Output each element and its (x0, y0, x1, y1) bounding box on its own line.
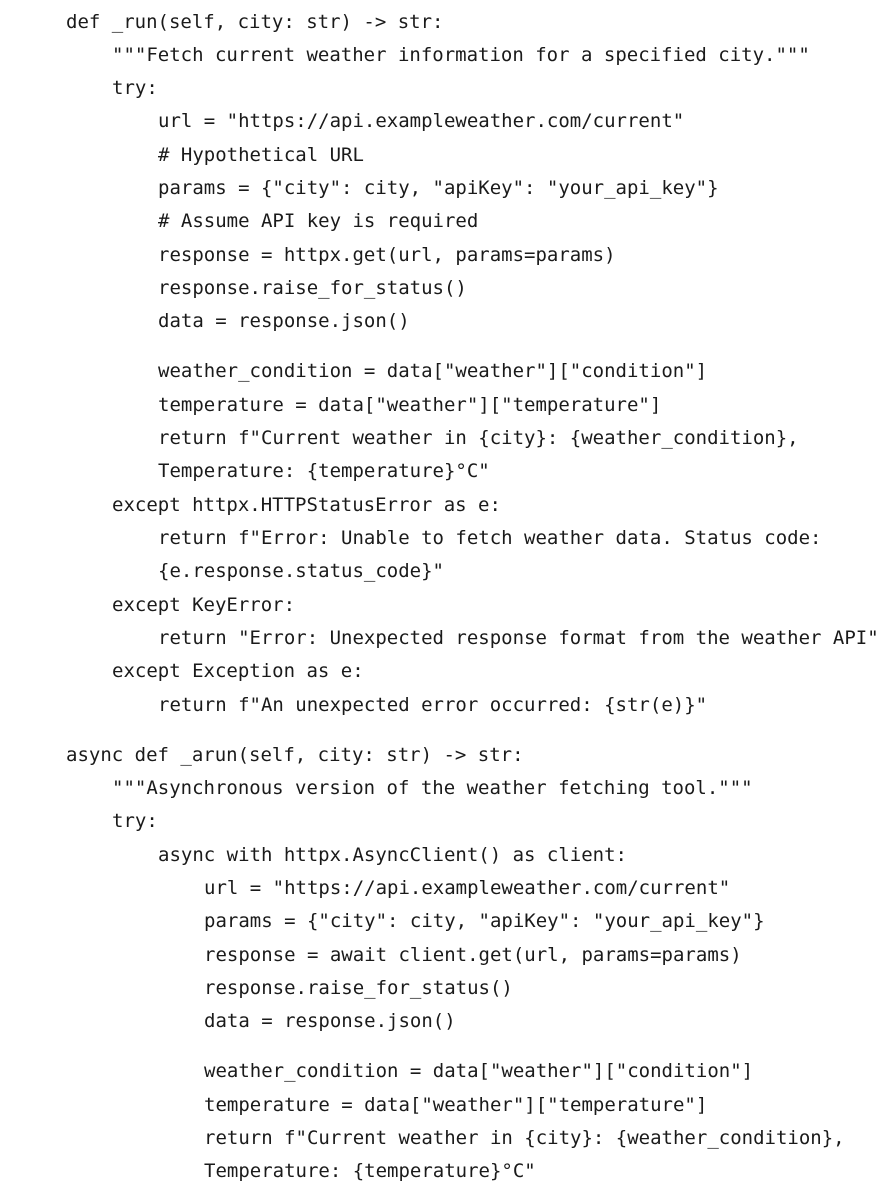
code-line: response.raise_for_status() (204, 977, 513, 999)
code-line: temperature = data["weather"]["temperatu… (158, 394, 662, 416)
code-line: def _run(self, city: str) -> str: (66, 11, 444, 33)
code-line: try: (112, 810, 158, 832)
code-line: # Hypothetical URL (158, 144, 364, 166)
code-line: # Assume API key is required (158, 210, 479, 232)
code-line: params = {"city": city, "apiKey": "your_… (158, 177, 719, 199)
code-line: response = await client.get(url, params=… (204, 944, 742, 966)
code-line: url = "https://api.exampleweather.com/cu… (204, 877, 731, 899)
code-line: temperature = data["weather"]["temperatu… (204, 1094, 708, 1116)
code-line: return f"Current weather in {city}: {wea… (158, 427, 799, 449)
code-line: Temperature: {temperature}°C" (158, 460, 490, 482)
code-line: params = {"city": city, "apiKey": "your_… (204, 910, 765, 932)
code-line: async with httpx.AsyncClient() as client… (158, 844, 627, 866)
code-line: """Asynchronous version of the weather f… (112, 777, 753, 799)
code-line: except httpx.HTTPStatusError as e: (112, 494, 501, 516)
code-line: Temperature: {temperature}°C" (204, 1160, 536, 1182)
code-line: weather_condition = data["weather"]["con… (204, 1060, 754, 1082)
code-line: """Fetch current weather information for… (112, 44, 810, 66)
code-line: return f"An unexpected error occurred: {… (158, 694, 708, 716)
code-line: response.raise_for_status() (158, 277, 467, 299)
code-line: except Exception as e: (112, 660, 364, 682)
code-line: except KeyError: (112, 594, 296, 616)
code-line: data = response.json() (158, 310, 410, 332)
code-line: weather_condition = data["weather"]["con… (158, 360, 708, 382)
code-line: return "Error: Unexpected response forma… (158, 627, 879, 649)
code-line: {e.response.status_code}" (158, 560, 444, 582)
code-line: async def _arun(self, city: str) -> str: (66, 744, 524, 766)
code-line: return f"Error: Unable to fetch weather … (158, 527, 822, 549)
code-line: try: (112, 77, 158, 99)
code-line: url = "https://api.exampleweather.com/cu… (158, 110, 685, 132)
code-line: response = httpx.get(url, params=params) (158, 244, 616, 266)
code-line: return f"Current weather in {city}: {wea… (204, 1127, 845, 1149)
code-line: data = response.json() (204, 1010, 456, 1032)
